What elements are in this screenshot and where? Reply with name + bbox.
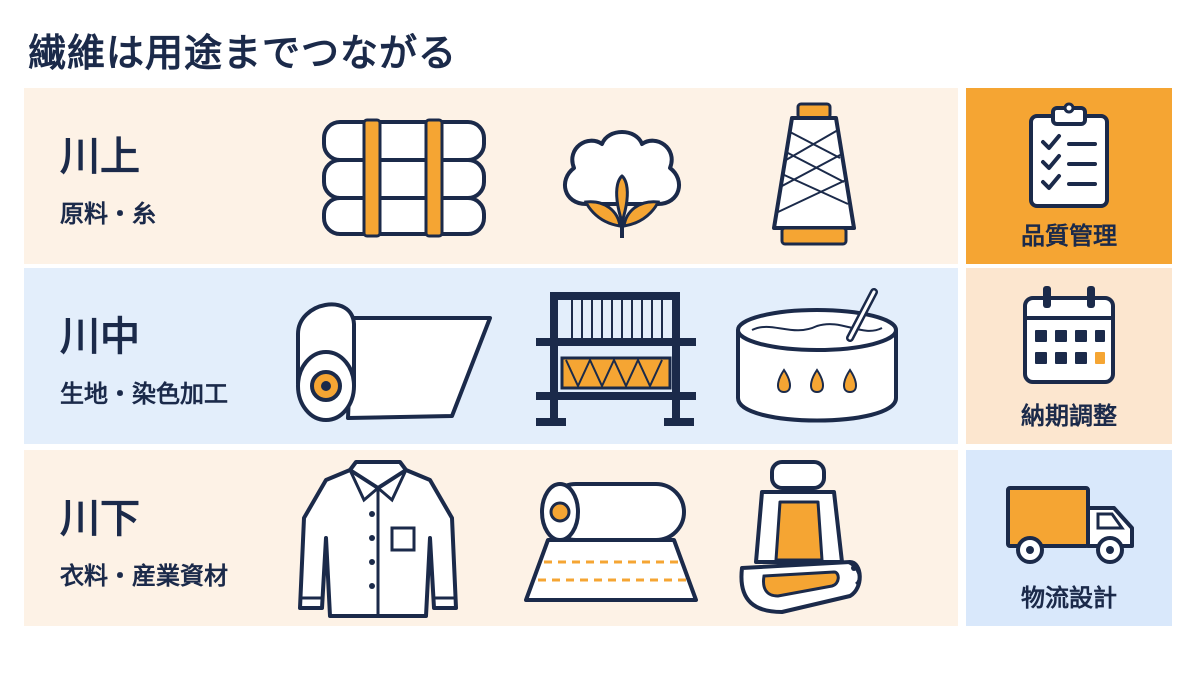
- stage-subtitle: 衣料・産業資材: [60, 562, 228, 590]
- stage-row-midstream: 川中 生地・染色加工: [24, 268, 958, 444]
- stage-row-upstream: 川上 原料・糸: [24, 88, 958, 264]
- loom-icon: [536, 292, 696, 426]
- function-card-quality: 品質管理: [966, 88, 1172, 264]
- function-card-schedule: 納期調整: [966, 268, 1172, 444]
- function-label: 品質管理: [1021, 222, 1117, 250]
- stage-row-downstream: 川下 衣料・産業資材: [24, 450, 958, 626]
- car-seat-icon: [739, 460, 862, 614]
- fabric-roll-icon: [296, 302, 492, 422]
- shirt-icon: [298, 460, 458, 618]
- delivery-truck-icon: [1006, 486, 1134, 564]
- page-title: 繊維は用途までつながる: [28, 31, 458, 75]
- function-label: 納期調整: [1021, 402, 1117, 430]
- industrial-fabric-roll-icon: [524, 482, 698, 602]
- stage-subtitle: 生地・染色加工: [60, 380, 228, 408]
- cotton-bale-icon: [322, 118, 486, 238]
- yarn-cone-icon: [772, 102, 856, 246]
- dye-vat-icon: [736, 288, 898, 423]
- function-label: 物流設計: [1021, 584, 1117, 612]
- stage-label: 川中: [60, 314, 140, 360]
- function-card-logistics: 物流設計: [966, 450, 1172, 626]
- stage-label: 川上: [60, 134, 140, 180]
- stage-label: 川下: [60, 496, 140, 542]
- calendar-icon: [1023, 286, 1115, 384]
- cotton-flower-icon: [563, 130, 681, 238]
- clipboard-checklist-icon: [1029, 102, 1109, 208]
- stage-subtitle: 原料・糸: [60, 200, 156, 228]
